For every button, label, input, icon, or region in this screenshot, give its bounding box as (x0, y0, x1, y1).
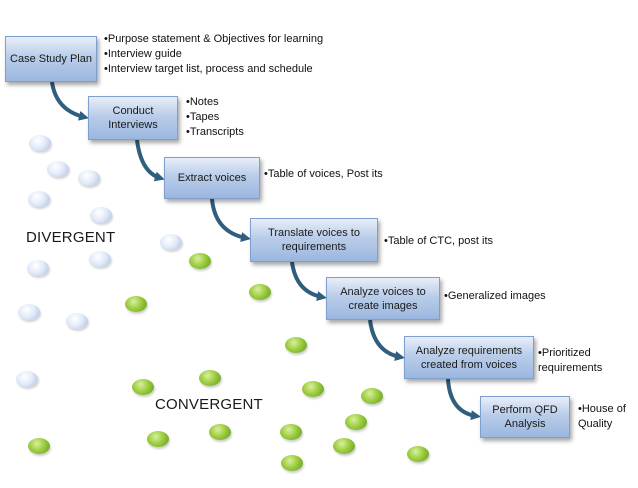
arrow-1 (50, 81, 89, 121)
arrow-6 (446, 378, 481, 421)
step-label: Case Study Plan (10, 53, 92, 65)
step-case-study-plan: Case Study Plan (5, 36, 97, 82)
notes-conduct-interviews: •Notes •Tapes •Transcripts (186, 95, 244, 140)
arrow-4 (290, 261, 327, 301)
green-dot (345, 414, 367, 430)
green-dot (407, 446, 429, 462)
step-analyze-voices: Analyze voices to create images (326, 277, 440, 320)
arrow-5 (368, 319, 405, 361)
notes-analyze-voices: •Generalized images (444, 289, 546, 304)
notes-case-study-plan: •Purpose statement & Objectives for lear… (104, 32, 323, 77)
green-dot (333, 438, 355, 454)
green-dot (285, 337, 307, 353)
note-item: requirements (538, 362, 603, 374)
step-perform-qfd: Perform QFD Analysis (480, 396, 570, 438)
note-item: •Purpose statement & Objectives for lear… (104, 33, 324, 45)
blue-dot (16, 371, 38, 387)
blue-dot (78, 170, 100, 186)
note-item: •Notes (186, 96, 219, 108)
green-dot (189, 253, 211, 269)
green-dot (125, 296, 147, 312)
blue-dot (66, 313, 88, 329)
step-extract-voices: Extract voices (164, 157, 260, 199)
step-analyze-requirements: Analyze requirements created from voices (404, 336, 534, 379)
blue-dot (90, 207, 112, 223)
step-label: Analyze voices to create images (340, 285, 426, 312)
step-label: Extract voices (177, 172, 247, 184)
note-item: •House of (578, 403, 626, 415)
convergent-label: CONVERGENT (155, 396, 263, 413)
green-dot (147, 431, 169, 447)
blue-dot (89, 251, 111, 267)
notes-analyze-requirements: •Prioritized requirements (538, 346, 602, 376)
note-item: •Generalized images (444, 290, 546, 302)
green-dot (199, 370, 221, 386)
note-item: •Table of CTC, post its (384, 235, 494, 247)
note-item: •Interview target list, process and sche… (104, 63, 313, 75)
blue-dot (29, 135, 51, 151)
blue-dot (47, 161, 69, 177)
note-item: •Interview guide (104, 48, 182, 60)
notes-extract-voices: •Table of voices, Post its (264, 167, 383, 182)
blue-dot (18, 304, 40, 320)
divergent-label: DIVERGENT (26, 229, 116, 246)
notes-translate-voices: •Table of CTC, post its (384, 234, 493, 249)
green-dot (280, 424, 302, 440)
blue-dot (27, 260, 49, 276)
green-dot (28, 438, 50, 454)
note-item: •Transcripts (186, 126, 244, 138)
green-dot (302, 381, 324, 397)
step-label: Translate voices to requirements (268, 227, 360, 253)
green-dot (361, 388, 383, 404)
notes-perform-qfd: •House of Quality (578, 402, 626, 432)
step-label: Perform QFD Analysis (492, 404, 558, 430)
step-translate-voices: Translate voices to requirements (250, 218, 378, 262)
green-dot (281, 455, 303, 471)
note-item: •Prioritized (538, 347, 591, 359)
blue-dot (28, 191, 50, 207)
green-dot (209, 424, 231, 440)
arrow-2 (135, 139, 165, 182)
blue-dot (160, 234, 182, 250)
green-dot (132, 379, 154, 395)
note-item: Quality (578, 418, 613, 430)
arrow-3 (210, 198, 251, 242)
note-item: •Table of voices, Post its (264, 168, 383, 180)
step-label: Analyze requirements created from voices (415, 344, 523, 371)
note-item: •Tapes (186, 111, 220, 123)
step-conduct-interviews: Conduct Interviews (88, 96, 178, 140)
green-dot (249, 284, 271, 300)
step-label: Conduct Interviews (108, 105, 158, 131)
